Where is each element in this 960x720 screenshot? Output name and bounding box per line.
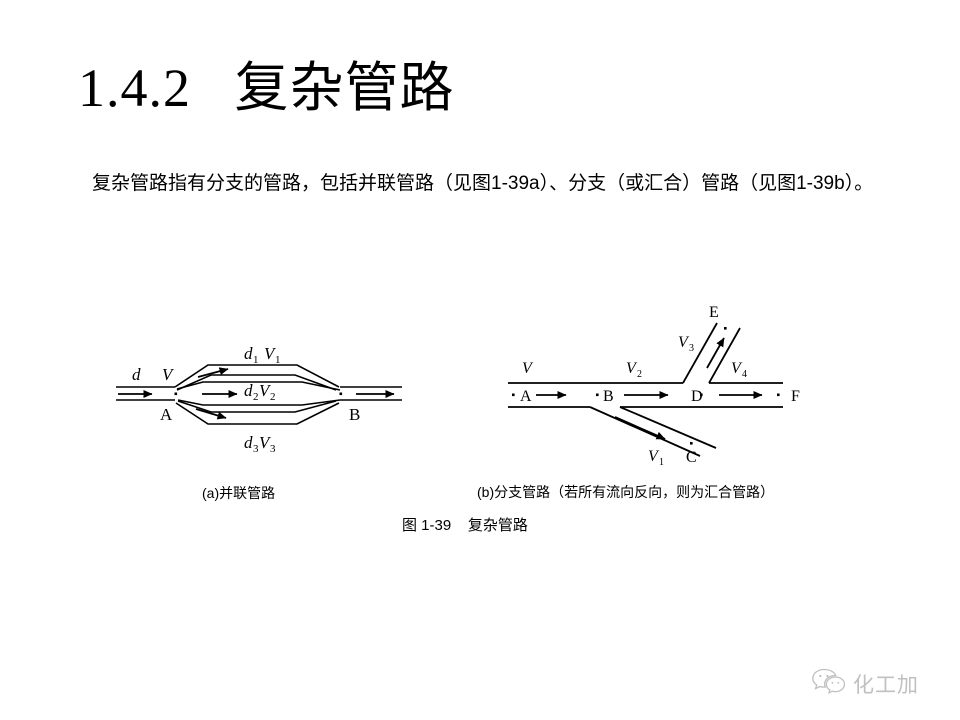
branch-pipe-to-e bbox=[682, 322, 741, 384]
wechat-logo-icon bbox=[812, 668, 846, 699]
svg-text:V: V bbox=[648, 448, 660, 465]
svg-text:2: 2 bbox=[253, 391, 259, 403]
label-segment-branch-up: V 3 bbox=[678, 334, 694, 354]
node-dot-f-b bbox=[777, 393, 780, 397]
sub-caption-a: (a)并联管路 bbox=[202, 485, 276, 501]
label-node-b-b: B bbox=[603, 388, 614, 405]
svg-text:1: 1 bbox=[253, 354, 259, 366]
branch-1-walls bbox=[174, 364, 340, 391]
figure-caption: 图 1-39 复杂管路 bbox=[402, 517, 528, 534]
label-segment-branch-down: V 1 bbox=[648, 448, 664, 468]
label-node-d-b: D bbox=[691, 388, 703, 405]
svg-text:d: d bbox=[244, 344, 253, 363]
svg-text:2: 2 bbox=[270, 391, 276, 403]
svg-text:3: 3 bbox=[270, 443, 276, 455]
label-node-a: A bbox=[160, 405, 173, 424]
flow-arrow-branch-1 bbox=[197, 367, 229, 378]
label-segment-main-out: V 4 bbox=[731, 360, 747, 380]
label-node-a-b: A bbox=[520, 388, 532, 405]
label-inlet-flow: V bbox=[162, 365, 175, 384]
inlet-pipe-a bbox=[116, 386, 175, 401]
branch-pipe-to-c bbox=[589, 406, 717, 457]
svg-text:4: 4 bbox=[742, 369, 747, 380]
node-dot-b bbox=[339, 392, 343, 396]
outlet-pipe-a bbox=[340, 386, 402, 401]
page-title: 1.4.2 复杂管路 bbox=[78, 58, 455, 118]
svg-text:V: V bbox=[259, 433, 272, 452]
node-dot-a-b bbox=[512, 393, 515, 397]
label-branch-1: d 1 V 1 bbox=[244, 344, 281, 366]
svg-text:d: d bbox=[244, 433, 253, 452]
svg-text:3: 3 bbox=[689, 343, 694, 354]
figure-drawing: d V A B d 1 V 1 d 2 V 2 d bbox=[116, 304, 800, 468]
svg-text:3: 3 bbox=[253, 443, 259, 455]
svg-text:V: V bbox=[731, 360, 743, 377]
watermark-text: 化工加 bbox=[853, 673, 919, 697]
svg-text:V: V bbox=[264, 344, 277, 363]
svg-text:V: V bbox=[259, 381, 272, 400]
sub-caption-b: (b)分支管路（若所有流向反向，则为汇合管路） bbox=[477, 484, 775, 500]
label-inlet-diameter: d bbox=[132, 365, 141, 384]
node-dot-d-b bbox=[700, 393, 703, 397]
diagram-b-branching-pipes: A B D F E C V V 2 V 4 V 3 V bbox=[508, 304, 800, 468]
diagram-a-parallel-pipes: d V A B d 1 V 1 d 2 V 2 d bbox=[116, 344, 402, 455]
label-segment-mid: V 2 bbox=[626, 360, 642, 380]
flow-arrow-branch-3 bbox=[195, 408, 227, 420]
node-dot-e bbox=[724, 327, 727, 330]
flow-arrow-branch-c bbox=[614, 416, 666, 440]
node-dot-a bbox=[174, 392, 178, 396]
svg-text:d: d bbox=[244, 381, 253, 400]
node-dot-c bbox=[690, 442, 693, 445]
svg-text:2: 2 bbox=[637, 369, 642, 380]
svg-text:1: 1 bbox=[659, 457, 664, 468]
label-segment-main-in: V bbox=[522, 360, 534, 377]
flow-arrow-branch-e bbox=[706, 337, 725, 369]
label-node-b: B bbox=[349, 405, 360, 424]
label-branch-2: d 2 V 2 bbox=[244, 381, 276, 403]
label-node-f-b: F bbox=[791, 388, 800, 405]
node-dot-b-b bbox=[596, 393, 599, 397]
svg-text:V: V bbox=[678, 334, 690, 351]
branch-2-walls bbox=[176, 381, 341, 406]
svg-text:V: V bbox=[522, 360, 534, 377]
figure-1-39: d V A B d 1 V 1 d 2 V 2 d bbox=[0, 270, 960, 550]
label-node-c-b: C bbox=[686, 449, 697, 466]
svg-text:1: 1 bbox=[275, 354, 281, 366]
watermark: 化工加 bbox=[812, 668, 919, 699]
label-node-e-b: E bbox=[709, 304, 719, 321]
svg-text:V: V bbox=[626, 360, 638, 377]
body-paragraph: 复杂管路指有分支的管路，包括并联管路（见图1-39a）、分支（或汇合）管路（见图… bbox=[92, 173, 874, 194]
label-branch-3: d 3 V 3 bbox=[244, 433, 276, 455]
branch-3-walls bbox=[175, 400, 340, 425]
